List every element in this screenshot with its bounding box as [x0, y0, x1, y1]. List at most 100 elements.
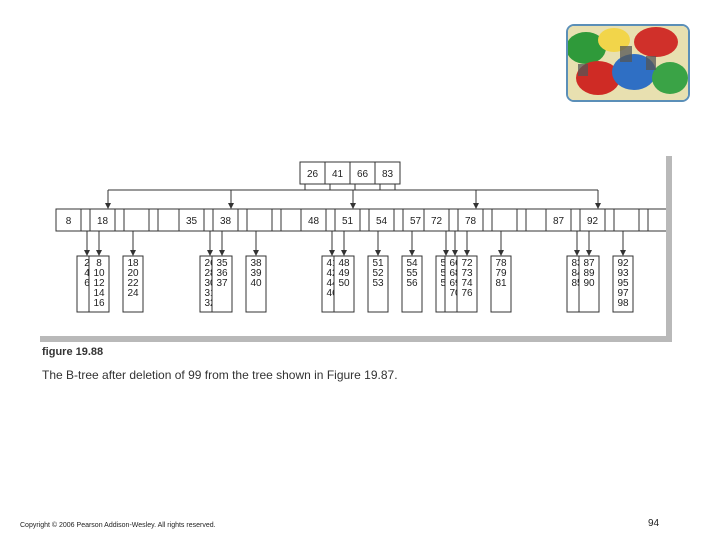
- internal-key: 51: [342, 216, 354, 227]
- leaf-arrow-head: [498, 250, 504, 256]
- internal-key: 8: [66, 216, 72, 227]
- root-child-arrow-head: [228, 203, 234, 209]
- leaf-arrow-head: [341, 250, 347, 256]
- leaf-value: 51: [372, 258, 384, 269]
- figure-caption: The B-tree after deletion of 99 from the…: [42, 368, 398, 382]
- leaf-value: 52: [372, 268, 384, 279]
- leaf-value: 69: [449, 278, 461, 289]
- leaf-value: 79: [495, 268, 507, 279]
- internal-pointer-cell: [604, 208, 615, 232]
- figure-label: figure 19.88: [42, 346, 104, 358]
- internal-pointer-cell: [237, 208, 248, 232]
- leaf-arrow-head: [574, 250, 580, 256]
- leaf-value: 72: [461, 258, 473, 269]
- root-child-arrow-head: [595, 203, 601, 209]
- leaf-value: 98: [617, 298, 629, 309]
- internal-key: 87: [553, 216, 565, 227]
- leaf-value: 93: [617, 268, 629, 279]
- internal-key-cell: [123, 208, 150, 232]
- internal-key: 57: [410, 216, 422, 227]
- leaf-arrow-head: [409, 250, 415, 256]
- internal-key: 72: [431, 216, 443, 227]
- leaf-value: 84: [571, 268, 583, 279]
- leaf-value: 54: [406, 258, 418, 269]
- internal-key: 38: [220, 216, 232, 227]
- leaf-arrow-head: [253, 250, 259, 256]
- internal-pointer-cell: [482, 208, 493, 232]
- leaf-value: 81: [495, 278, 507, 289]
- leaf-value: 68: [449, 268, 461, 279]
- leaf-value: 50: [338, 278, 350, 289]
- internal-key: 92: [587, 216, 599, 227]
- root-key: 26: [307, 169, 319, 180]
- leaf-value: 70: [449, 288, 461, 299]
- leaf-value: 83: [571, 258, 583, 269]
- leaf-value: 41: [326, 258, 338, 269]
- leaf-arrow-head: [586, 250, 592, 256]
- leaf-value: 10: [93, 268, 105, 279]
- root-child-arrow-head: [350, 203, 356, 209]
- root-child-arrow-head: [473, 203, 479, 209]
- leaf-value: 12: [93, 278, 105, 289]
- leaf-value: 97: [617, 288, 629, 299]
- leaf-value: 46: [326, 288, 338, 299]
- internal-pointer-cell: [516, 208, 527, 232]
- internal-pointer-cell: [359, 208, 370, 232]
- leaf-value: 22: [127, 278, 139, 289]
- leaf-value: 38: [250, 258, 262, 269]
- leaf-value: 48: [338, 258, 350, 269]
- internal-pointer-cell: [448, 208, 459, 232]
- internal-key: 54: [376, 216, 388, 227]
- leaf-arrow-head: [375, 250, 381, 256]
- leaf-value: 30: [204, 278, 216, 289]
- leaf-arrow-head: [96, 250, 102, 256]
- leaf-value: 87: [583, 258, 595, 269]
- leaf-value: 49: [338, 268, 350, 279]
- root-child-arrow-head: [105, 203, 111, 209]
- leaf-value: 4: [84, 268, 90, 279]
- page-number: 94: [648, 518, 660, 529]
- leaf-arrow-head: [219, 250, 225, 256]
- leaf-value: 90: [583, 278, 595, 289]
- leaf-value: 44: [326, 278, 338, 289]
- internal-key-cell: [647, 208, 666, 232]
- root-key-cell: [374, 161, 401, 185]
- bulbs-logo: [566, 24, 690, 102]
- leaf-value: 37: [216, 278, 228, 289]
- leaf-value: 8: [96, 258, 102, 269]
- internal-key: 48: [308, 216, 320, 227]
- leaf-arrow-head: [207, 250, 213, 256]
- leaf-arrow-head: [464, 250, 470, 256]
- internal-pointer-cell: [638, 208, 649, 232]
- leaf-value: 95: [617, 278, 629, 289]
- root-key: 66: [357, 169, 369, 180]
- internal-pointer-cell: [203, 208, 214, 232]
- leaf-value: 31: [204, 288, 216, 299]
- leaf-value: 14: [93, 288, 105, 299]
- internal-pointer-cell: [393, 208, 404, 232]
- internal-key-cell: [246, 208, 273, 232]
- leaf-arrow-head: [452, 250, 458, 256]
- leaf-value: 18: [127, 258, 139, 269]
- leaf-value: 39: [250, 268, 262, 279]
- leaf-arrow-head: [443, 250, 449, 256]
- root-key: 83: [382, 169, 394, 180]
- leaf-arrow-head: [84, 250, 90, 256]
- leaf-value: 73: [461, 268, 473, 279]
- internal-key-cell: [491, 208, 518, 232]
- leaf-value: 78: [495, 258, 507, 269]
- leaf-value: 32: [204, 298, 216, 309]
- leaf-value: 74: [461, 278, 473, 289]
- leaf-value: 66: [449, 258, 461, 269]
- leaf-value: 55: [406, 268, 418, 279]
- internal-key: 78: [465, 216, 477, 227]
- leaf-value: 56: [406, 278, 418, 289]
- leaf-value: 89: [583, 268, 595, 279]
- internal-key-cell: [613, 208, 640, 232]
- internal-pointer-cell: [148, 208, 159, 232]
- root-key: 41: [332, 169, 344, 180]
- leaf-arrow-head: [130, 250, 136, 256]
- leaf-value: 28: [204, 268, 216, 279]
